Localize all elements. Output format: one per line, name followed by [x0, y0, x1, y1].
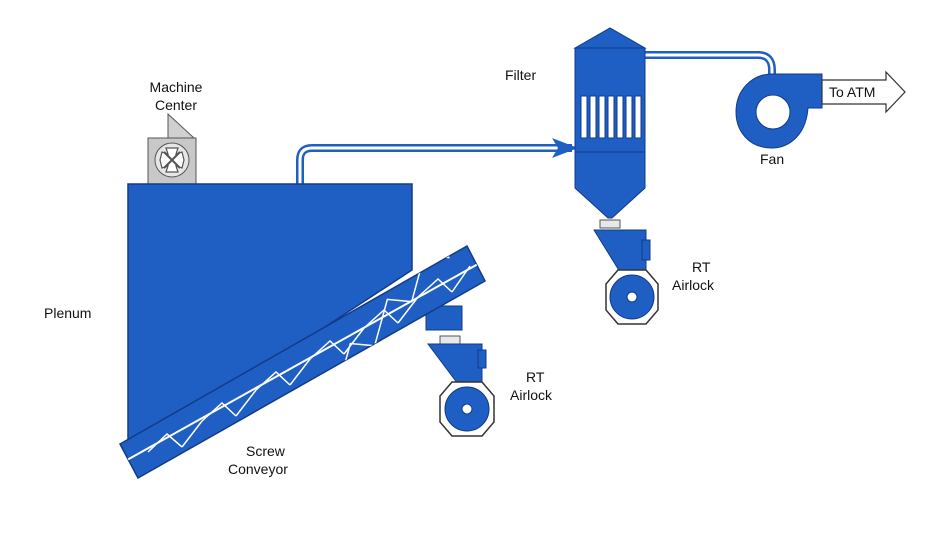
machine-center-label-line-1: Machine — [149, 79, 203, 95]
rt-airlock-bottom-label: RT Airlock — [510, 368, 552, 404]
duct-plenum-to-filter — [296, 138, 578, 187]
screw-conveyor-label-line-2: Conveyor — [228, 461, 288, 477]
filter — [573, 27, 647, 219]
rt-airlock-top-label: RT Airlock — [672, 258, 714, 294]
rt-airlock-bottom-label-line-2: Airlock — [510, 387, 553, 403]
machine-center-label: Machine Center — [140, 78, 212, 114]
rt-airlock-bottom — [427, 335, 495, 437]
rt-airlock-top-label-line-2: Airlock — [672, 277, 715, 293]
fan-label: Fan — [760, 151, 785, 167]
plenum-label: Plenum — [44, 305, 92, 321]
filter-bags — [580, 95, 642, 139]
to-atm-arrow-icon — [821, 70, 906, 114]
machine-center-label-line-2: Center — [154, 97, 198, 113]
rt-airlock-bottom-label-line-1: RT — [526, 369, 545, 385]
to-atm-label: To ATM — [829, 84, 876, 100]
plenum-hopper — [127, 183, 413, 458]
filter-label: Filter — [505, 67, 537, 83]
flow-arrow-icon — [552, 138, 578, 158]
fan — [735, 73, 823, 149]
machine-center — [147, 112, 197, 185]
rt-airlock-top — [593, 219, 659, 325]
screw-conveyor-label-line-1: Screw — [246, 443, 285, 459]
screw-conveyor-label: Screw Conveyor — [228, 442, 288, 478]
rt-airlock-top-label-line-1: RT — [692, 259, 711, 275]
